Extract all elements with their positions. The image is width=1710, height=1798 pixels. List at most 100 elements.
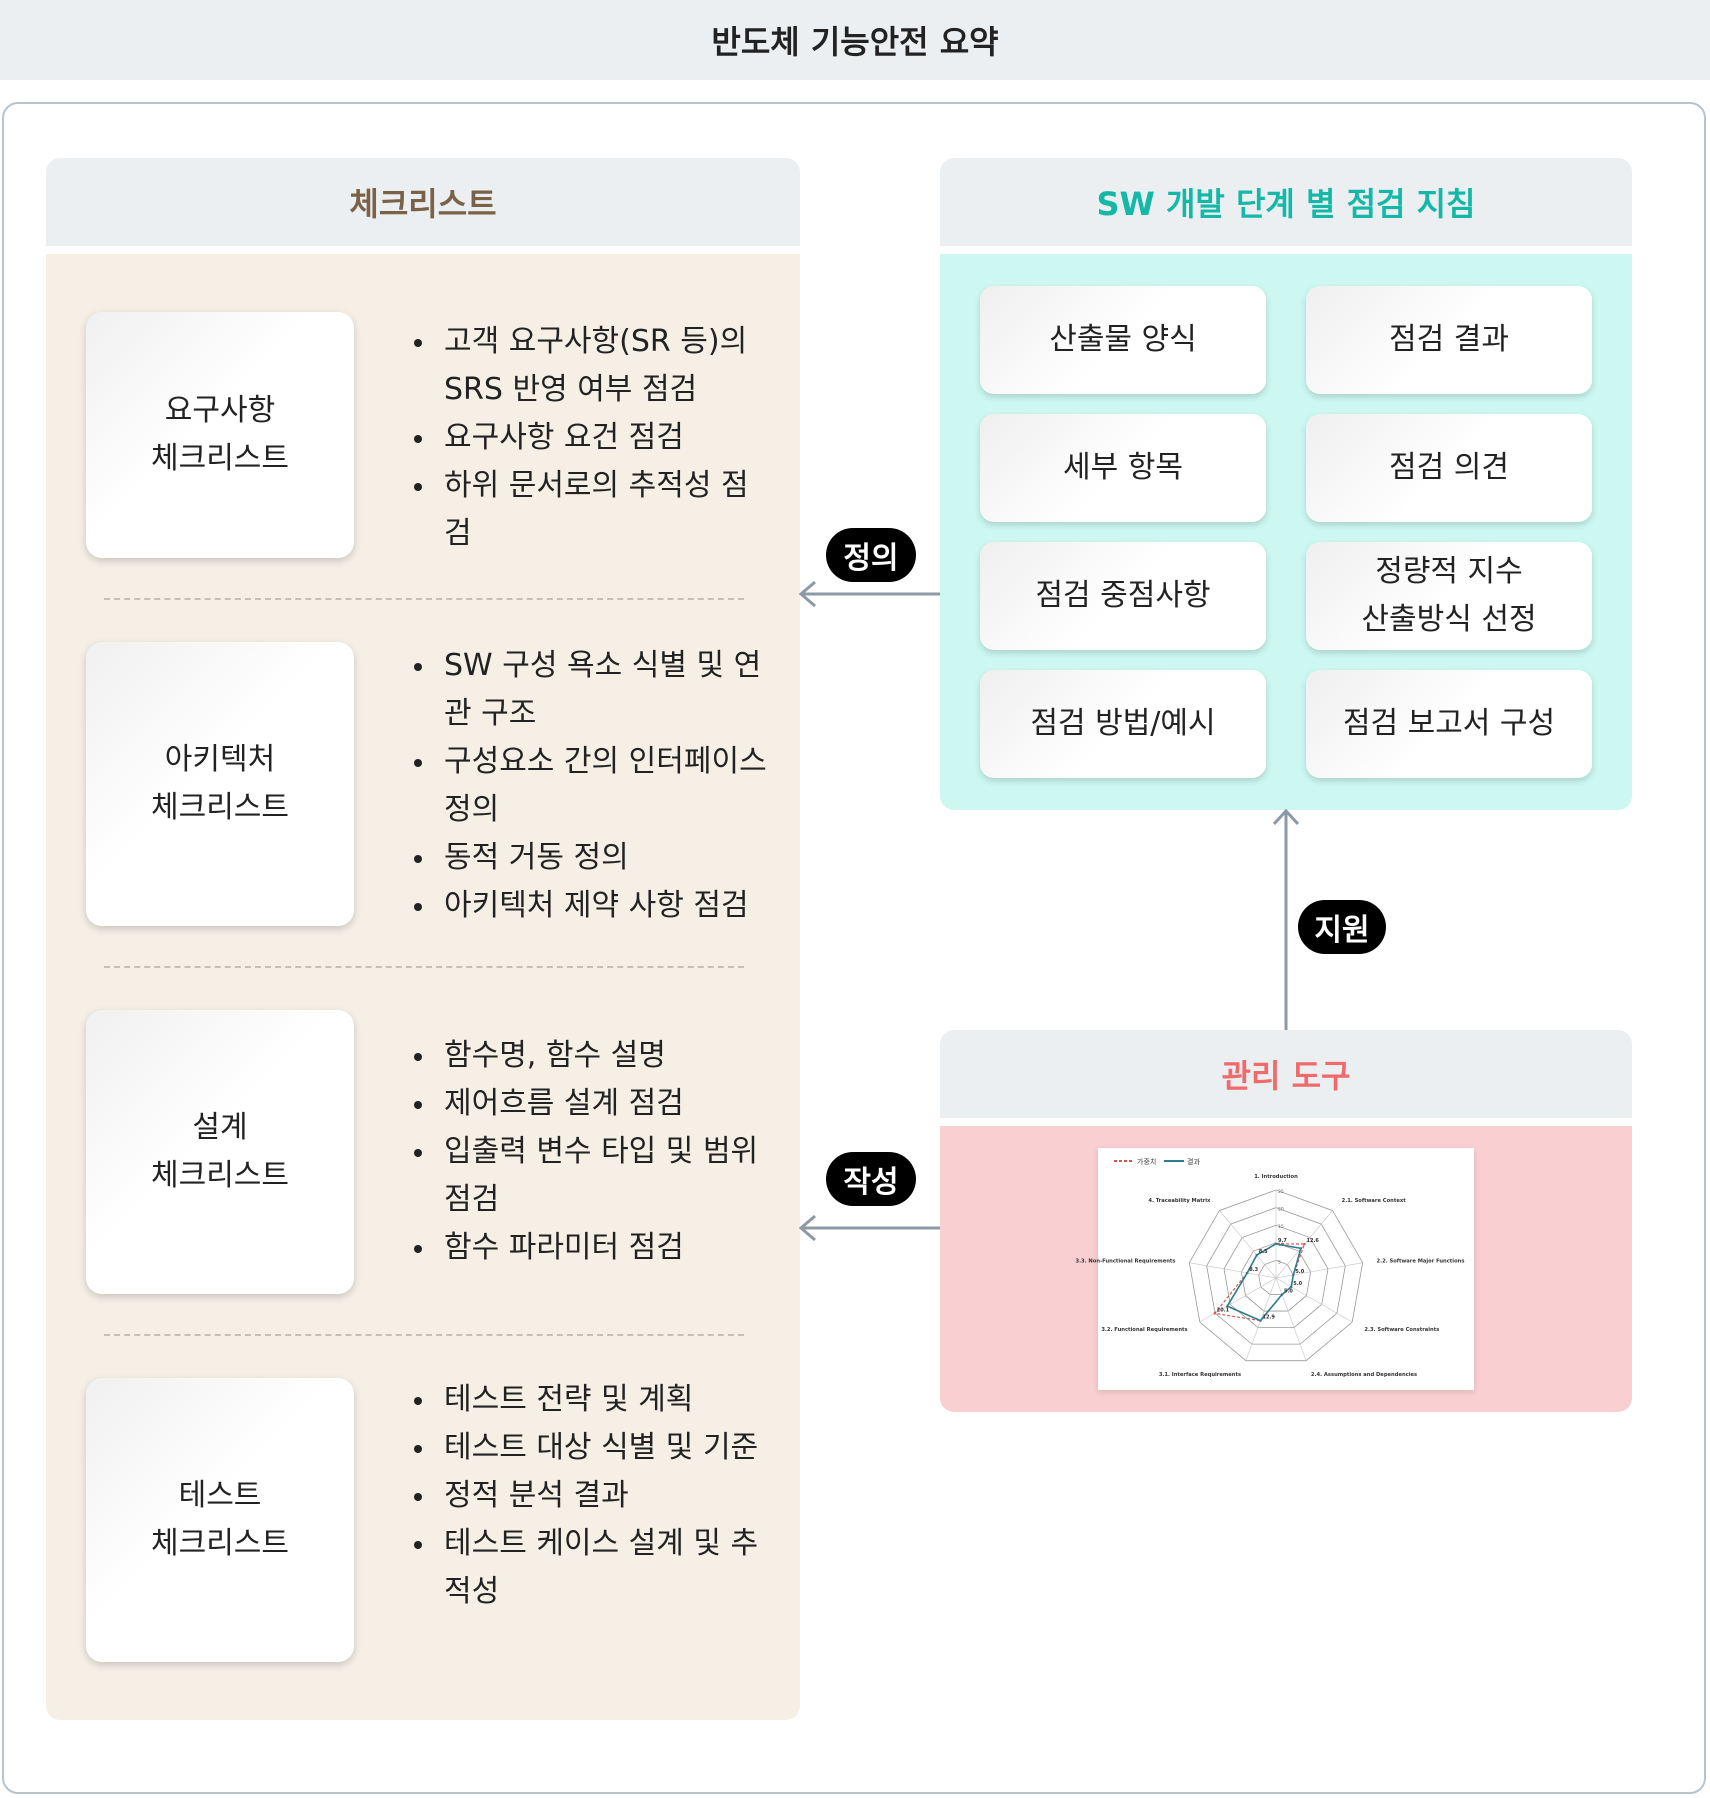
design-bullet-list: 함수명, 함수 설명 제어흐름 설계 점검 입출력 변수 타입 및 범위 점검 … [408,1032,768,1272]
radar-axis-label: 2.1. Software Context [1342,1198,1407,1204]
radar-spoke [1275,1277,1307,1361]
sw-guide-item: 세부 항목 [980,414,1266,522]
radar-axis-label: 2.3. Software Constraints [1364,1327,1439,1333]
bullet-item: 고객 요구사항(SR 등)의 SRS 반영 여부 점검 [408,318,768,414]
sw-guide-item-text: 점검 의견 [1389,450,1509,485]
radar-point [1213,1312,1216,1315]
section-divider [104,598,744,600]
radar-grid-ring [1258,1259,1294,1295]
bullet-item: 함수명, 함수 설명 [408,1032,768,1080]
radar-point [1255,1253,1258,1257]
radar-legend: 가중치 결과 [1114,1157,1200,1166]
radar-series-line [1226,1243,1302,1322]
sw-guide-item-text: 산출방식 선정 [1361,602,1537,637]
radar-value-label: 5.0 [1293,1281,1302,1287]
radar-grid-ring [1223,1224,1329,1329]
radar-axis-label: 2.4. Assumptions and Dependencies [1311,1372,1417,1378]
bullet-item: 함수 파라미터 점검 [408,1224,768,1272]
radar-tick-label: 5 [1278,1259,1281,1265]
legend-label-weight: 가중치 [1137,1157,1156,1166]
section-divider [104,966,744,968]
radar-axis-label: 3.3. Non-Functional Requirements [1075,1258,1175,1264]
bullet-item: 요구사항 요건 점검 [408,414,768,462]
requirements-checklist-card: 요구사항 체크리스트 [86,312,354,558]
radar-point [1259,1319,1262,1322]
card-label-line: 아키텍처 [164,742,276,777]
radar-point [1246,1271,1249,1275]
sw-guide-item-text: 점검 결과 [1389,322,1509,357]
radar-grid-ring [1206,1207,1346,1345]
radar-point [1226,1304,1229,1308]
bullet-item: 하위 문서로의 추적성 점검 [408,462,768,558]
radar-value-label: 8.3 [1249,1267,1258,1273]
checklist-header: 체크리스트 [46,158,800,246]
radar-point [1290,1285,1293,1288]
radar-tick-label: 15 [1278,1224,1284,1230]
define-edge-label: 정의 [826,528,916,582]
radar-value-label: 12.9 [1262,1315,1275,1321]
tool-header: 관리 도구 [940,1030,1632,1118]
sw-guide-item: 정량적 지수 산출방식 선정 [1306,542,1592,650]
test-bullet-list: 테스트 전략 및 계획 테스트 대상 식별 및 기준 정적 분석 결과 테스트 … [408,1376,768,1616]
radar-value-label: 5.0 [1284,1289,1293,1295]
radar-spoke [1199,1277,1277,1323]
radar-grid-ring [1188,1189,1364,1362]
requirements-bullet-list: 고객 요구사항(SR 등)의 SRS 반영 여부 점검 요구사항 요건 점검 하… [408,318,768,558]
sw-guide-item: 점검 보고서 구성 [1306,670,1592,778]
sw-guide-item: 점검 중점사항 [980,542,1266,650]
sw-guide-item-text: 정량적 지수 [1375,554,1523,589]
page-title: 반도체 기능안전 요약 [0,0,1710,80]
sw-guide-item-text: 점검 방법/예시 [1030,706,1216,741]
sw-guide-header: SW 개발 단계 별 점검 지침 [940,158,1632,246]
bullet-item: 제어흐름 설계 점검 [408,1080,768,1128]
radar-spoke [1219,1210,1277,1279]
bullet-item: 구성요소 간의 인터페이스 정의 [408,738,768,834]
sw-guide-item-text: 점검 보고서 구성 [1342,706,1556,741]
radar-spoke [1275,1277,1353,1323]
bullet-item: 정적 분석 결과 [408,1472,768,1520]
radar-value-label: 20.1 [1217,1307,1230,1313]
sw-guide-item-text: 점검 중점사항 [1035,578,1211,613]
section-divider [104,1334,744,1336]
bullet-item: 입출력 변수 타입 및 범위 점검 [408,1128,768,1224]
write-edge-label: 작성 [826,1152,916,1206]
sw-guide-item: 점검 의견 [1306,414,1592,522]
design-checklist-card: 설계 체크리스트 [86,1010,354,1294]
radar-value-label: 8.5 [1259,1249,1268,1255]
sw-guide-item-text: 산출물 양식 [1049,322,1197,357]
sw-guide-item: 점검 방법/예시 [980,670,1266,778]
card-label-line: 체크리스트 [151,1158,289,1193]
radar-axis-label: 1. Introduction [1254,1174,1298,1180]
radar-spoke [1275,1262,1363,1279]
radar-point [1299,1247,1303,1250]
radar-grid-ring [1240,1242,1312,1312]
bullet-item: 테스트 대상 식별 및 기준 [408,1424,768,1472]
card-label-line: 체크리스트 [151,441,289,476]
architecture-bullet-list: SW 구성 욕소 식별 및 연관 구조 구성요소 간의 인터페이스 정의 동적 … [408,642,768,930]
radar-tick-label: 25 [1278,1189,1284,1195]
radar-point [1303,1242,1306,1246]
bullet-item: 동적 거동 정의 [408,834,768,882]
radar-axis-label: 3.1. Interface Requirements [1159,1372,1241,1378]
card-label-line: 요구사항 [164,393,276,428]
card-label-line: 체크리스트 [151,790,289,825]
bullet-item: SW 구성 욕소 식별 및 연관 구조 [408,642,768,738]
radar-axis-label: 3.2. Functional Requirements [1101,1327,1187,1333]
test-checklist-card: 테스트 체크리스트 [86,1378,354,1662]
radar-point [1292,1273,1295,1277]
card-label-line: 설계 [192,1110,248,1145]
sw-guide-item: 산출물 양식 [980,286,1266,394]
radar-point [1274,1242,1278,1246]
architecture-checklist-card: 아키텍처 체크리스트 [86,642,354,926]
bullet-item: 테스트 전략 및 계획 [408,1376,768,1424]
bullet-item: 아키텍처 제약 사항 점검 [408,882,768,930]
support-edge-label: 지원 [1298,900,1386,954]
radar-value-label: 12.6 [1307,1238,1320,1244]
radar-axis-label: 4. Traceability Matrix [1148,1198,1211,1204]
radar-value-label: 5.0 [1295,1269,1304,1275]
